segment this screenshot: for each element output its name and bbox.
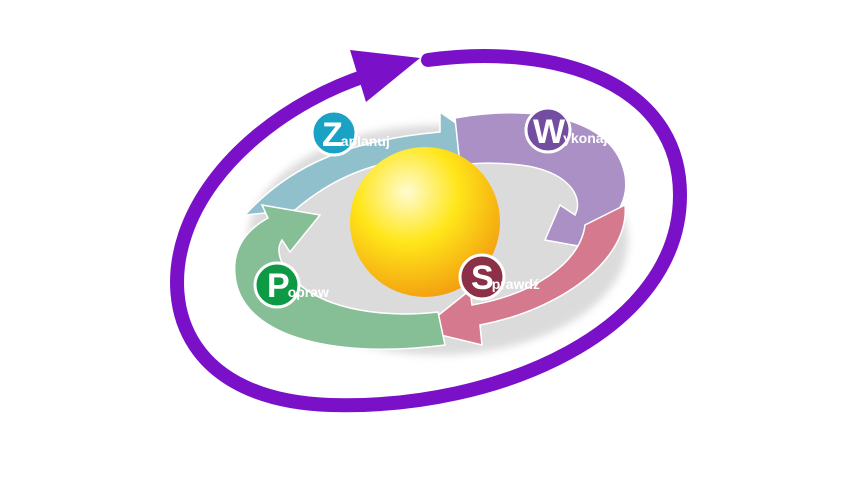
stage-wykonaj: Wykonaj [524,106,607,154]
stage-badge [310,109,358,157]
stage-sprawdz: Sprawdź [458,253,540,301]
arrow-sprawdz [418,203,626,346]
arrow-popraw [233,204,446,350]
stage-label: Wykonaj [533,113,607,151]
stage-label: Popraw [267,267,329,305]
stage-popraw: Popraw [253,261,329,309]
stage-badge [524,106,572,154]
stage-label: Sprawdź [471,259,540,297]
cycle-arrows [233,110,627,350]
stage-badge [253,261,301,309]
stage-label: Zaplanuj [322,116,390,154]
center-sphere [350,147,500,297]
orbit-ring [170,49,688,413]
orbit-arrowhead [350,50,420,102]
stage-badge [458,253,506,301]
orbit-group [170,49,688,413]
stage-zaplanuj: Zaplanuj [310,109,390,157]
